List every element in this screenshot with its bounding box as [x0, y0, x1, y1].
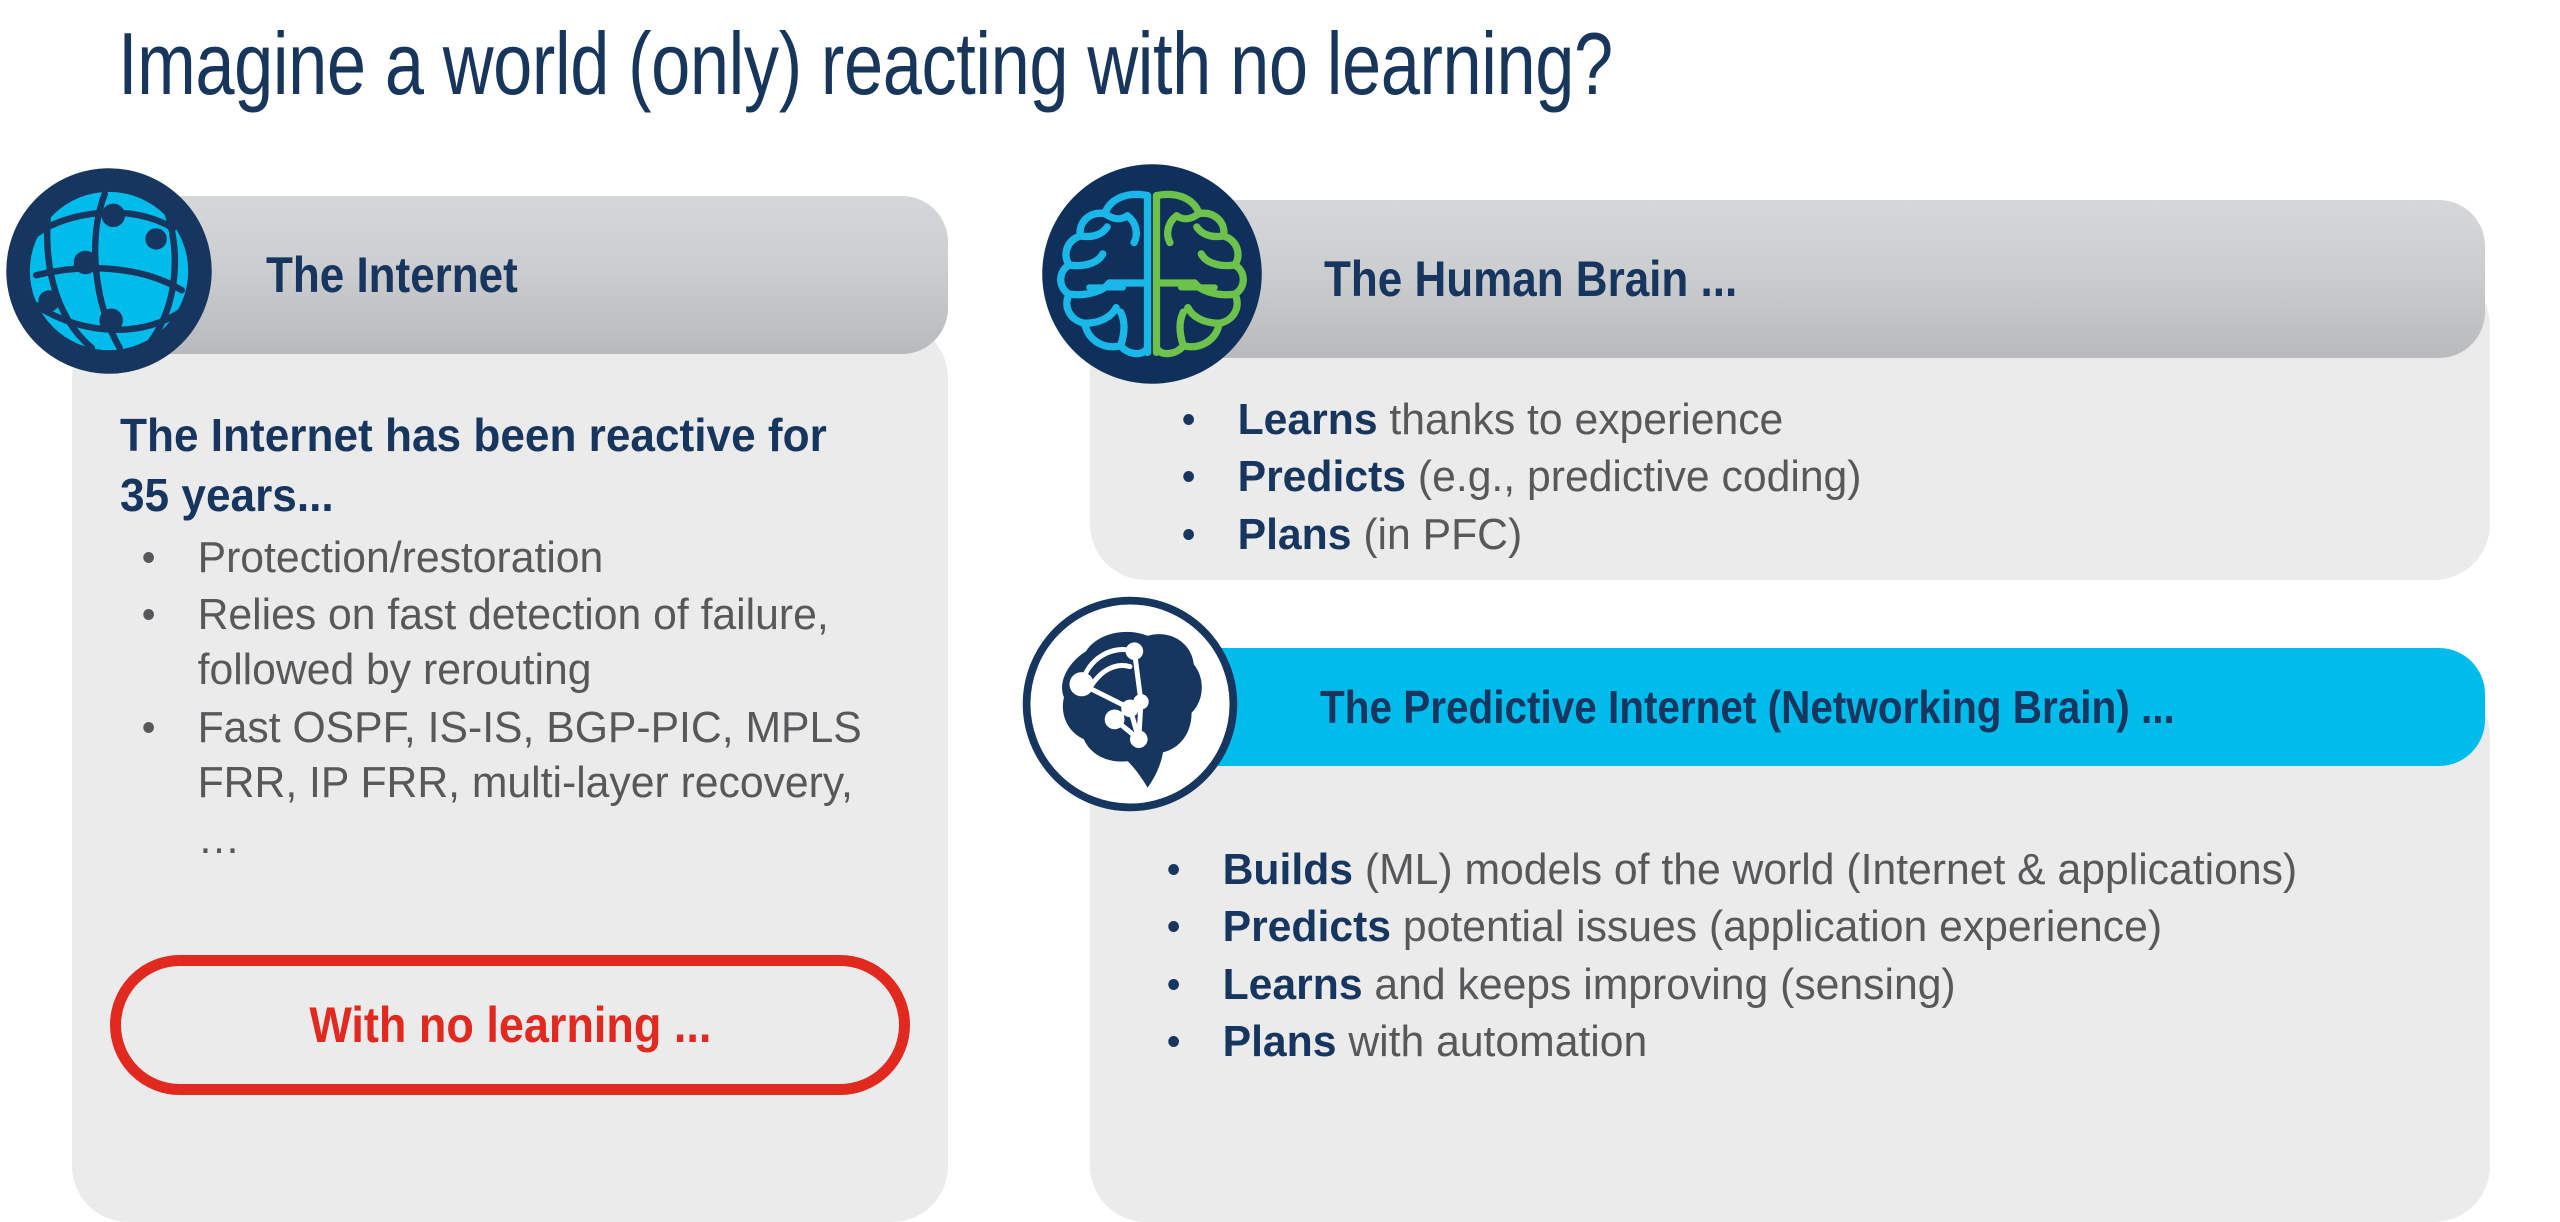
list-item-rest: and keeps improving (sensing): [1362, 959, 1956, 1009]
list-item-rest: (in PFC): [1351, 509, 1523, 559]
card-human-brain-bullet-list: Learns thanks to experience Predicts (e.…: [1160, 392, 2460, 564]
list-item-rest: potential issues (application experience…: [1391, 902, 2163, 952]
no-learning-callout-label: With no learning ...: [308, 997, 712, 1053]
list-item-bold: Plans: [1237, 509, 1352, 559]
list-item: Learns and keeps improving (sensing): [1145, 957, 2435, 1012]
card-internet-header-label: The Internet: [266, 247, 518, 303]
card-internet-body: The Internet has been reactive for 35 ye…: [120, 406, 920, 868]
networking-brain-icon: [1020, 594, 1240, 814]
list-item: Protection/restoration: [120, 530, 896, 585]
card-predictive-internet-header: The Predictive Internet (Networking Brai…: [1102, 648, 2485, 766]
list-item-rest: thanks to experience: [1377, 395, 1784, 444]
list-item: Learns thanks to experience: [1160, 392, 2421, 447]
list-item: Fast OSPF, IS-IS, BGP-PIC, MPLS FRR, IP …: [120, 700, 896, 866]
list-item: Relies on fast detection of failure, fol…: [120, 587, 896, 698]
page-title: Imagine a world (only) reacting with no …: [118, 14, 1613, 113]
list-item-rest: (e.g., predictive coding): [1406, 452, 1862, 502]
no-learning-callout: With no learning ...: [110, 955, 910, 1095]
list-item: Plans (in PFC): [1160, 507, 2421, 562]
list-item-rest: with automation: [1336, 1017, 1648, 1067]
list-item: Builds (ML) models of the world (Interne…: [1145, 842, 2435, 897]
list-item: Predicts (e.g., predictive coding): [1160, 449, 2421, 504]
list-item-bold: Learns: [1222, 959, 1363, 1009]
list-item-rest: (ML) models of the world (Internet & app…: [1353, 845, 2298, 894]
card-internet: [72, 322, 948, 1222]
card-predictive-internet-header-label: The Predictive Internet (Networking Brai…: [1320, 681, 2175, 733]
list-item-bold: Plans: [1222, 1017, 1337, 1067]
list-item-bold: Predicts: [1222, 902, 1392, 952]
list-item-bold: Builds: [1222, 845, 1354, 894]
card-internet-header: The Internet: [88, 196, 948, 354]
card-predictive-internet: [1090, 680, 2490, 1222]
list-item: Plans with automation: [1145, 1014, 2435, 1069]
card-internet-bullet-list: Protection/restoration Relies on fast de…: [120, 530, 920, 867]
card-human-brain-header: The Human Brain ...: [1102, 200, 2485, 358]
card-predictive-internet-bullet-list: Builds (ML) models of the world (Interne…: [1145, 842, 2475, 1072]
globe-network-icon: [2, 164, 216, 378]
card-internet-lead: The Internet has been reactive for 35 ye…: [120, 409, 827, 521]
list-item-bold: Predicts: [1237, 452, 1407, 502]
card-human-brain-header-label: The Human Brain ...: [1324, 251, 1738, 307]
list-item: Predicts potential issues (application e…: [1145, 899, 2435, 954]
list-item-bold: Learns: [1237, 395, 1378, 444]
human-brain-icon: [1040, 162, 1264, 386]
